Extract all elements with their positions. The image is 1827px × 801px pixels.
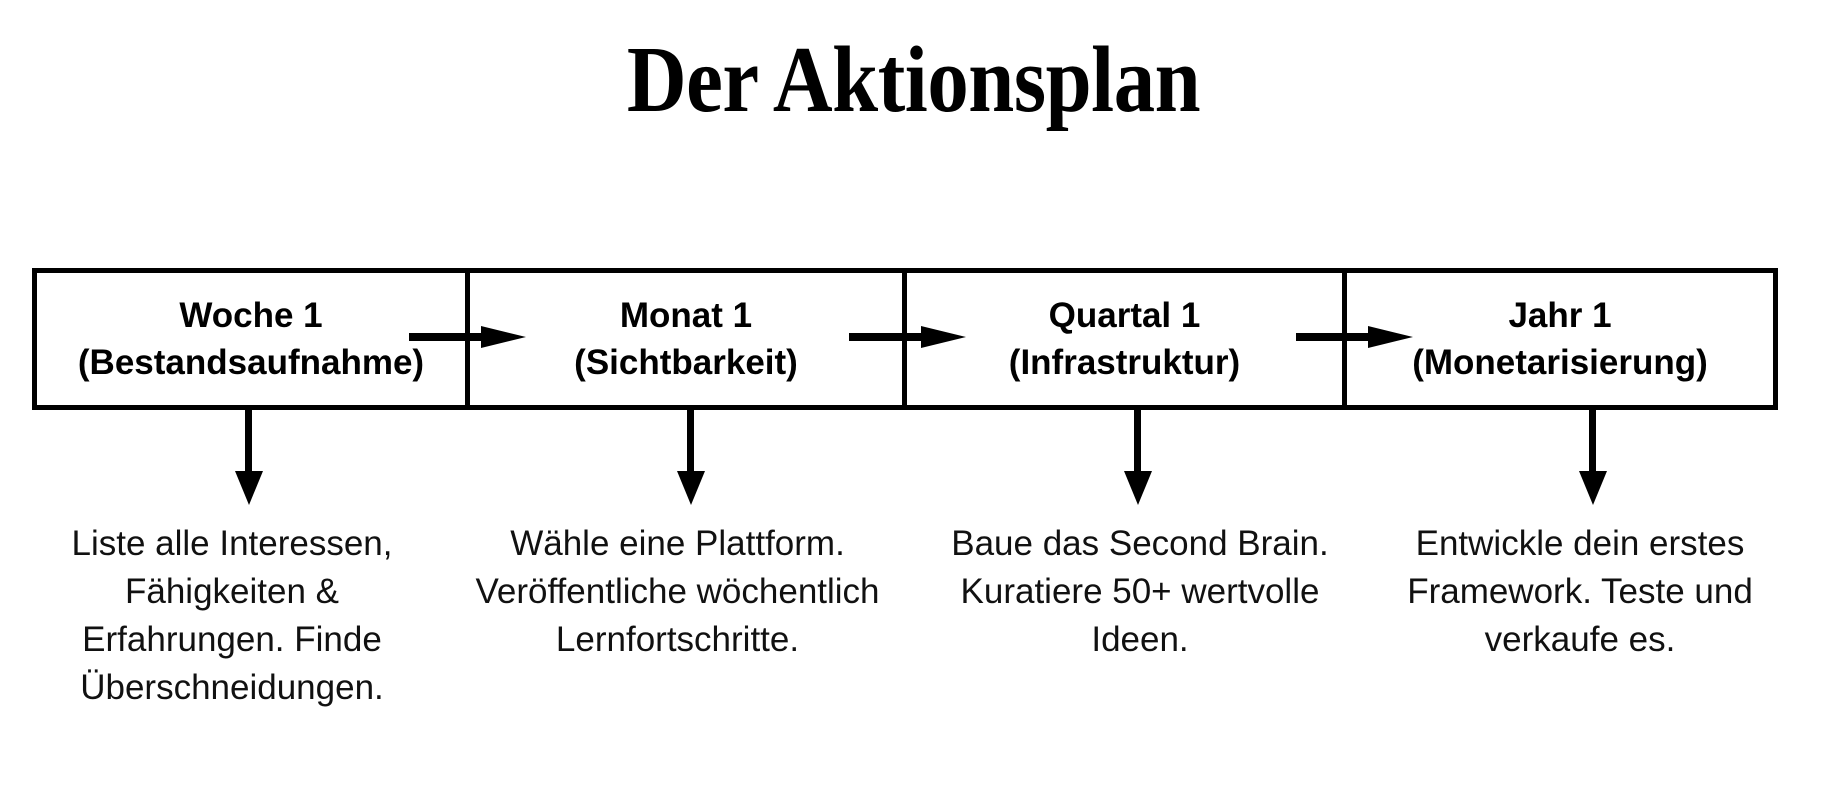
phase-1-heading: Woche 1 [179,296,323,335]
phase-3-description: Baue das Second Brain. Kuratiere 50+ wer… [951,524,1329,659]
phase-2-subheading: (Sichtbarkeit) [574,343,798,382]
timeline-box: Woche 1 (Bestandsaufnahme) Monat 1 (Sich… [32,268,1778,410]
arrow-down-icon-phase-4 [1578,409,1608,505]
timeline-phase-2: Monat 1 (Sichtbarkeit) [465,273,902,405]
page-title: Der Aktionsplan [626,28,1201,132]
phase-2-heading: Monat 1 [619,296,753,335]
phase-1-description: Liste alle Interessen, Fähigkeiten & Erf… [71,524,393,707]
timeline-phase-1: Woche 1 (Bestandsaufnahme) [37,273,465,405]
timeline-phase-3: Quartal 1 (Infrastruktur) [902,273,1342,405]
timeline-phase-4: Jahr 1 (Monetarisierung) [1342,273,1773,405]
arrow-down-icon-phase-3 [1123,409,1153,505]
phase-4-heading: Jahr 1 [1508,296,1612,335]
phase-2-description: Wähle eine Plattform. Veröffentliche wöc… [475,524,880,659]
phase-4-description: Entwickle dein erstes Framework. Teste u… [1407,524,1753,659]
arrow-down-icon-phase-2 [676,409,706,505]
arrow-down-icon-phase-1 [234,409,264,505]
phase-3-heading: Quartal 1 [1048,296,1201,335]
phase-4-subheading: (Monetarisierung) [1412,343,1708,382]
phase-1-subheading: (Bestandsaufnahme) [77,343,425,382]
phase-3-subheading: (Infrastruktur) [1008,343,1241,382]
